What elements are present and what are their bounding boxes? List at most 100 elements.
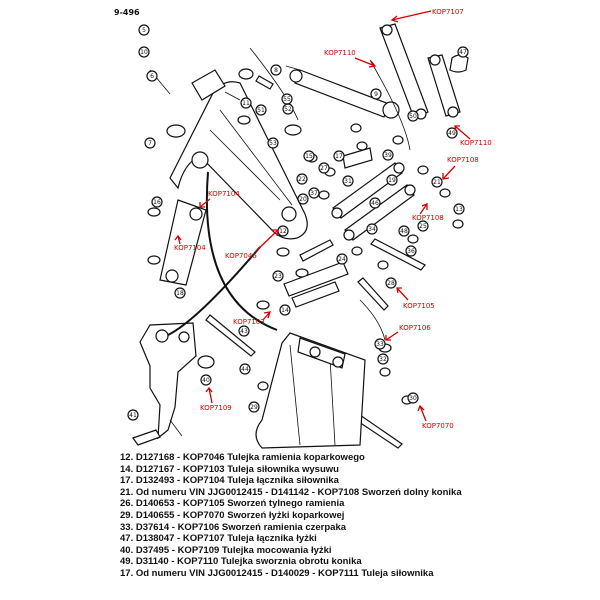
svg-text:KOP7106: KOP7106 <box>399 324 431 332</box>
svg-text:46: 46 <box>371 200 379 207</box>
callout-circle[interactable]: 8 <box>270 64 282 76</box>
svg-text:KOP7046: KOP7046 <box>225 252 257 260</box>
callout-circle[interactable]: 39 <box>382 149 394 161</box>
svg-text:12: 12 <box>279 228 287 235</box>
kop-marker[interactable]: KOP7046 <box>225 229 279 260</box>
callout-circle[interactable]: 20 <box>297 193 309 205</box>
callout-circle[interactable]: 25 <box>417 220 429 232</box>
svg-text:14: 14 <box>281 307 289 314</box>
callout-circle[interactable]: 24 <box>336 253 348 265</box>
callout-circle[interactable]: 11 <box>240 97 252 109</box>
svg-text:34: 34 <box>368 226 376 233</box>
callout-circle[interactable]: 50 <box>407 110 419 122</box>
svg-text:32: 32 <box>379 356 387 363</box>
callout-circle[interactable]: 16 <box>151 196 163 208</box>
parts-legend: 12. D127168 - KOP7046 Tulejka ramienia k… <box>120 452 590 580</box>
legend-item: 17. D132493 - KOP7104 Tuleja łącznika si… <box>120 475 339 487</box>
callout-circle[interactable]: 15 <box>303 150 315 162</box>
kop-marker[interactable]: KOP7110 <box>454 125 492 147</box>
svg-text:44: 44 <box>241 366 249 373</box>
callout-circle[interactable]: 48 <box>398 225 410 237</box>
kop-marker[interactable]: KOP7104 <box>174 234 206 252</box>
svg-text:KOP7104: KOP7104 <box>174 244 206 252</box>
svg-text:30: 30 <box>409 395 417 402</box>
kop-marker[interactable]: KOP7104 <box>199 190 240 208</box>
svg-text:KOP7108: KOP7108 <box>447 156 479 164</box>
kop-marker[interactable]: KOP7106 <box>385 324 431 341</box>
callout-circle[interactable]: 53 <box>267 137 279 149</box>
callout-circle[interactable]: 32 <box>377 353 389 365</box>
callout-circle[interactable]: 13 <box>453 203 465 215</box>
upper-links <box>379 23 469 120</box>
callout-circle[interactable]: 46 <box>369 197 381 209</box>
callout-circle[interactable]: 23 <box>272 270 284 282</box>
svg-text:KOP7110: KOP7110 <box>460 139 492 147</box>
legend-item: 40. D37495 - KOP7109 Tulejka mocowania ł… <box>120 544 332 556</box>
svg-text:13: 13 <box>455 206 463 213</box>
callout-circle[interactable]: 18 <box>174 287 186 299</box>
callout-circle[interactable]: 37 <box>308 187 320 199</box>
callout-circle[interactable]: 21 <box>431 176 443 188</box>
callout-circle[interactable]: 22 <box>296 173 308 185</box>
legend-item: 14. D127167 - KOP7103 Tuleja siłownika w… <box>120 463 339 475</box>
callout-circle[interactable]: 40 <box>200 374 212 386</box>
callout-circle[interactable]: 10 <box>138 46 150 58</box>
svg-text:43: 43 <box>240 328 248 335</box>
callout-circle[interactable]: 33 <box>374 338 386 350</box>
svg-text:52: 52 <box>284 106 292 113</box>
callout-circle[interactable]: 28 <box>385 277 397 289</box>
callout-circle[interactable]: 41 <box>127 409 139 421</box>
legend-item: 21. Od numeru VIN JJG0012415 - D141142 -… <box>120 486 462 498</box>
svg-text:50: 50 <box>409 113 417 120</box>
svg-text:KOP7104: KOP7104 <box>208 190 240 198</box>
svg-text:22: 22 <box>298 176 306 183</box>
kop-marker[interactable]: KOP7109 <box>200 386 232 412</box>
svg-text:25: 25 <box>419 223 427 230</box>
svg-text:55: 55 <box>283 96 291 103</box>
pins <box>205 75 426 449</box>
callout-circle[interactable]: 14 <box>279 304 291 316</box>
legend-item: 33. D37614 - KOP7106 Sworzeń ramienia cz… <box>120 521 347 533</box>
callout-circle[interactable]: 55 <box>281 93 293 105</box>
svg-text:KOP7070: KOP7070 <box>422 422 454 430</box>
legend-item: 17. Od numeru VIN JJG0012415 - D140029 -… <box>120 567 434 579</box>
callout-circle[interactable]: 12 <box>277 225 289 237</box>
svg-text:47: 47 <box>459 49 467 56</box>
callout-circle[interactable]: 44 <box>239 363 251 375</box>
kop-marker[interactable]: KOP7105 <box>396 287 435 310</box>
callout-circle[interactable]: 47 <box>457 46 469 58</box>
page-number: 9-496 <box>114 8 140 17</box>
kop-marker[interactable]: KOP7107 <box>390 8 464 23</box>
kop-marker[interactable]: KOP7108 <box>412 203 444 222</box>
legend-item: 49. D31140 - KOP7110 Tulejka sworznia ob… <box>120 556 362 568</box>
callout-circle[interactable]: 17 <box>333 150 345 162</box>
callout-circle[interactable]: 34 <box>366 223 378 235</box>
callout-circle[interactable]: 36 <box>405 245 417 257</box>
kop-marker[interactable]: KOP7070 <box>417 404 454 430</box>
svg-text:21: 21 <box>433 179 441 186</box>
callout-circle[interactable]: 30 <box>407 392 419 404</box>
callout-circle[interactable]: 9 <box>370 88 382 100</box>
kop-marker[interactable]: KOP7110 <box>324 49 377 68</box>
callout-circle[interactable]: 27 <box>318 162 330 174</box>
svg-text:29: 29 <box>250 404 258 411</box>
svg-text:19: 19 <box>388 177 396 184</box>
callout-circle[interactable]: 31 <box>342 175 354 187</box>
boom-arm <box>169 69 308 240</box>
callout-circle[interactable]: 29 <box>248 401 260 413</box>
svg-text:49: 49 <box>448 130 456 137</box>
svg-text:KOP7108: KOP7108 <box>412 214 444 222</box>
callout-circle[interactable]: 6 <box>146 70 158 82</box>
callout-circle[interactable]: 49 <box>446 127 458 139</box>
kop-marker[interactable]: KOP7108 <box>442 156 479 180</box>
callout-circle[interactable]: 51 <box>255 104 267 116</box>
callout-circle[interactable]: 5 <box>138 24 150 36</box>
svg-text:18: 18 <box>176 290 184 297</box>
kop-marker[interactable]: KOP7103 <box>233 311 271 326</box>
callout-circle[interactable]: 7 <box>144 137 156 149</box>
svg-text:KOP7109: KOP7109 <box>200 404 232 412</box>
callout-circle[interactable]: 52 <box>282 103 294 115</box>
callout-circle[interactable]: 43 <box>238 325 250 337</box>
svg-text:33: 33 <box>376 341 384 348</box>
callout-circle[interactable]: 19 <box>386 174 398 186</box>
